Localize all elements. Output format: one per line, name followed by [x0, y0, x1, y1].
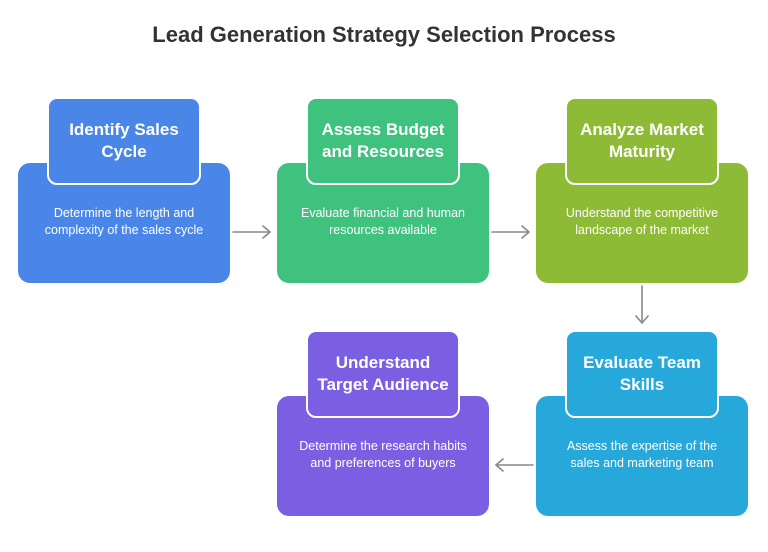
- step-heading: Assess Budget and Resources: [306, 97, 460, 185]
- arrow-down-icon: [635, 285, 649, 324]
- arrow-right-icon: [491, 225, 530, 239]
- step-heading: Evaluate Team Skills: [565, 330, 719, 418]
- arrow-right-icon: [232, 225, 271, 239]
- step-identify-sales-cycle: Determine the length and complexity of t…: [18, 97, 230, 283]
- arrow-left-icon: [495, 458, 534, 472]
- step-heading: Understand Target Audience: [306, 330, 460, 418]
- step-description: Understand the competitive landscape of …: [565, 206, 719, 237]
- step-description: Determine the length and complexity of t…: [44, 206, 204, 237]
- step-understand-audience: Determine the research habits and prefer…: [277, 330, 489, 516]
- step-assess-budget: Evaluate financial and human resources a…: [277, 97, 489, 283]
- step-description: Assess the expertise of the sales and ma…: [566, 439, 718, 470]
- step-description: Evaluate financial and human resources a…: [300, 206, 465, 237]
- step-description: Determine the research habits and prefer…: [299, 439, 467, 470]
- diagram-title: Lead Generation Strategy Selection Proce…: [152, 22, 616, 47]
- step-heading: Analyze Market Maturity: [565, 97, 719, 185]
- step-heading: Identify Sales Cycle: [47, 97, 201, 185]
- step-analyze-market: Understand the competitive landscape of …: [536, 97, 748, 283]
- step-evaluate-team: Assess the expertise of the sales and ma…: [536, 330, 748, 516]
